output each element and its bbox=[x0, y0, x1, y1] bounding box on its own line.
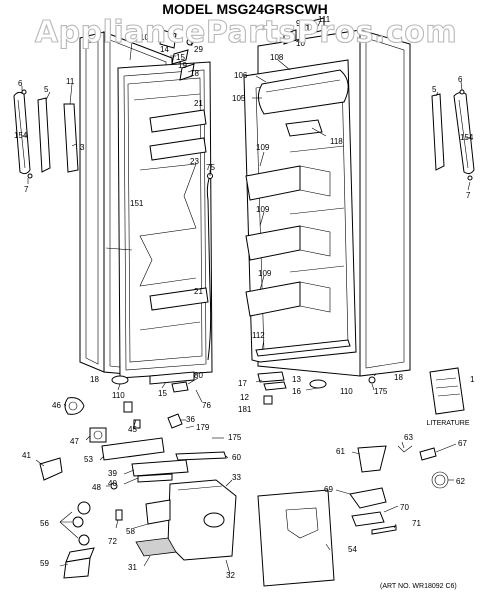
callout-72: 72 bbox=[108, 537, 117, 546]
callout-48: 48 bbox=[92, 483, 101, 492]
callout-5-left: 5 bbox=[44, 85, 49, 94]
callout-23: 23 bbox=[190, 157, 199, 166]
callout-910: 910 bbox=[296, 19, 310, 28]
callout-29: 29 bbox=[194, 45, 203, 54]
watermark-text: AppliancePartsPros.com bbox=[35, 15, 457, 50]
callout-63: 63 bbox=[404, 433, 413, 442]
callout-109-upper: 109 bbox=[256, 143, 270, 152]
callout-53: 53 bbox=[84, 455, 93, 464]
callout-111: 111 bbox=[318, 15, 331, 24]
callout-3: 3 bbox=[80, 143, 85, 152]
fresh-food-handle-assembly bbox=[431, 89, 475, 181]
callout-54: 54 bbox=[348, 545, 357, 554]
callout-112: 112 bbox=[252, 331, 265, 340]
model-title: MODEL MSG24GRSCWH bbox=[162, 1, 327, 17]
callout-32: 32 bbox=[226, 571, 235, 580]
callout-106: 106 bbox=[234, 71, 248, 80]
callout-5-right: 5 bbox=[432, 85, 437, 94]
callout-181: 181 bbox=[238, 405, 252, 414]
callout-7-right: 7 bbox=[466, 191, 471, 200]
callout-14: 14 bbox=[160, 45, 169, 54]
callout-110-left: 110 bbox=[112, 391, 125, 400]
callout-109-lower: 109 bbox=[258, 269, 272, 278]
leader-lines bbox=[21, 19, 471, 575]
water-tube bbox=[206, 175, 212, 361]
callout-40: 40 bbox=[108, 479, 117, 488]
callout-6-right: 6 bbox=[458, 75, 463, 84]
callout-7-left: 7 bbox=[24, 185, 29, 194]
callout-12: 12 bbox=[240, 393, 249, 402]
callout-10: 10 bbox=[296, 39, 305, 48]
callout-58: 58 bbox=[126, 527, 135, 536]
callout-labels: 111 910 100 10 14 29 15 19 18 108 106 10… bbox=[14, 15, 475, 580]
callout-108: 108 bbox=[270, 53, 284, 62]
callout-18-left: 18 bbox=[90, 375, 99, 384]
callout-110-right: 110 bbox=[340, 387, 353, 396]
callout-16: 16 bbox=[292, 387, 301, 396]
lower-hinge-parts bbox=[111, 371, 376, 405]
callout-71: 71 bbox=[412, 519, 421, 528]
freezer-hinge-parts bbox=[159, 29, 195, 81]
callout-60: 60 bbox=[232, 453, 241, 462]
freezer-door-liner bbox=[117, 61, 213, 379]
callout-6-left: 6 bbox=[18, 79, 23, 88]
callout-76: 76 bbox=[202, 401, 211, 410]
callout-19: 19 bbox=[178, 61, 187, 70]
callout-151: 151 bbox=[130, 199, 144, 208]
dispenser-parts bbox=[39, 367, 465, 587]
callout-69: 69 bbox=[324, 485, 333, 494]
callout-41: 41 bbox=[22, 451, 31, 460]
callout-18-right: 18 bbox=[394, 373, 403, 382]
callout-175-left: 175 bbox=[228, 433, 242, 442]
callout-59: 59 bbox=[40, 559, 49, 568]
callout-179: 179 bbox=[196, 423, 210, 432]
callout-100: 100 bbox=[140, 33, 154, 42]
callout-62: 62 bbox=[456, 477, 465, 486]
callout-21-bottom: 21 bbox=[194, 287, 203, 296]
fresh-food-door-liner bbox=[243, 59, 357, 363]
callout-67: 67 bbox=[458, 439, 467, 448]
callout-11: 11 bbox=[66, 77, 75, 86]
callout-61: 61 bbox=[336, 447, 345, 456]
callout-36: 36 bbox=[186, 415, 195, 424]
callout-45: 45 bbox=[128, 425, 137, 434]
callout-31: 31 bbox=[128, 563, 137, 572]
callout-154-right: 154 bbox=[460, 133, 474, 142]
callout-154-left: 154 bbox=[14, 131, 28, 140]
callout-13: 13 bbox=[292, 375, 301, 384]
freezer-handle-assembly bbox=[13, 89, 79, 179]
callout-80: 80 bbox=[194, 371, 203, 380]
callout-1: 1 bbox=[470, 375, 475, 384]
callout-56: 56 bbox=[40, 519, 49, 528]
callout-21-top: 21 bbox=[194, 99, 203, 108]
callout-17: 17 bbox=[238, 379, 247, 388]
callout-118: 118 bbox=[330, 137, 343, 146]
callout-75: 75 bbox=[206, 163, 215, 172]
art-number: (ART NO. WR18092 C6) bbox=[380, 583, 457, 590]
callout-33: 33 bbox=[232, 473, 241, 482]
callout-46: 46 bbox=[52, 401, 61, 410]
callout-109-middle: 109 bbox=[256, 205, 270, 214]
callout-70: 70 bbox=[400, 503, 409, 512]
callout-15-bottom: 15 bbox=[158, 389, 167, 398]
callout-175-right: 175 bbox=[374, 387, 388, 396]
callout-15-top: 15 bbox=[176, 53, 185, 62]
callout-39: 39 bbox=[108, 469, 117, 478]
callout-47: 47 bbox=[70, 437, 79, 446]
literature-label: LITERATURE bbox=[426, 420, 469, 427]
callout-18-top: 18 bbox=[190, 69, 199, 78]
callout-105: 105 bbox=[232, 94, 246, 103]
